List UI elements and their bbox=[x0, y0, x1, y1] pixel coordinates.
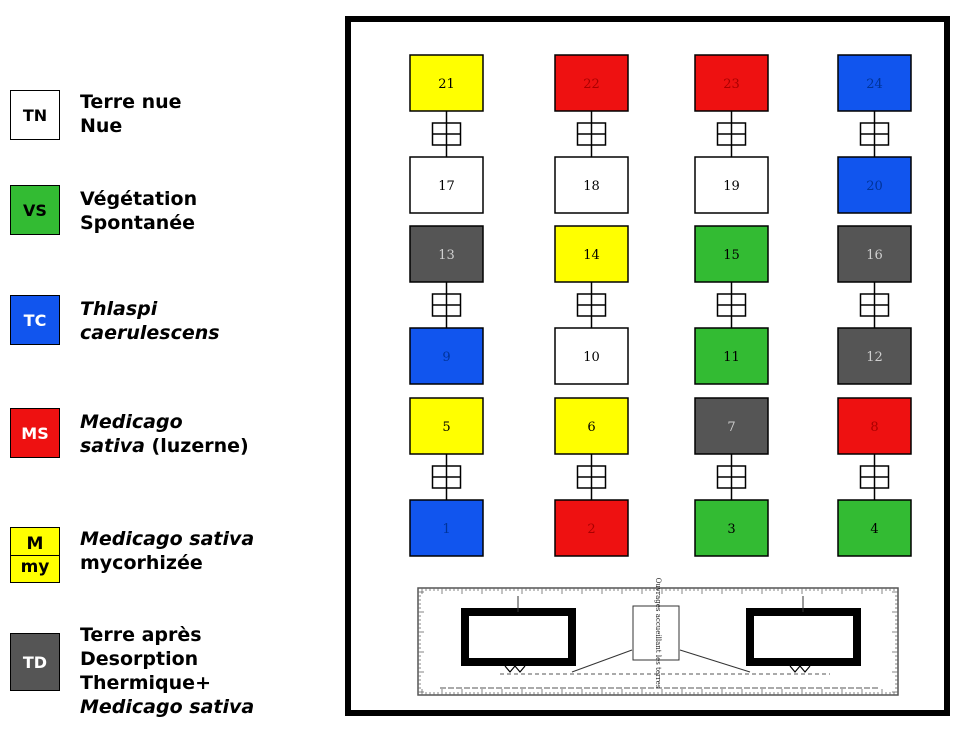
legend-mmy-code1: M bbox=[26, 533, 44, 554]
plot-12 bbox=[837, 327, 912, 385]
plot-label: 3 bbox=[727, 522, 735, 537]
plot-19 bbox=[694, 156, 769, 214]
plot-4 bbox=[837, 499, 912, 557]
plot-17 bbox=[409, 156, 484, 214]
plot-10 bbox=[554, 327, 629, 385]
plot-label: 5 bbox=[442, 420, 450, 435]
plot-14 bbox=[554, 225, 629, 283]
plot-8 bbox=[837, 397, 912, 455]
legend-swatch-mmy: M my bbox=[10, 527, 60, 583]
plot-3 bbox=[694, 499, 769, 557]
plot-7 bbox=[694, 397, 769, 455]
site-label-box bbox=[632, 605, 680, 661]
plot-label: 17 bbox=[438, 179, 455, 194]
plot-label: 14 bbox=[583, 248, 600, 263]
plot-label: 10 bbox=[583, 350, 600, 365]
site-plan: Ouvrages accueillant les terres bbox=[417, 578, 899, 696]
plot-label: 21 bbox=[438, 77, 455, 92]
plot-label: 24 bbox=[866, 77, 883, 92]
legend-vs-line1: Végétation bbox=[80, 188, 198, 210]
legend-mmy-code2: my bbox=[11, 554, 59, 578]
plot-6 bbox=[554, 397, 629, 455]
plot-label: 13 bbox=[438, 248, 455, 263]
site-valve bbox=[789, 665, 811, 673]
legend-vs-line2: Spontanée bbox=[80, 212, 196, 234]
legend-mmy-line1: Medicago sativa bbox=[80, 528, 255, 550]
legend-td-line4: Medicago sativa bbox=[80, 696, 255, 718]
legend-tn-line1: Terre nue bbox=[80, 91, 182, 113]
site-line bbox=[679, 649, 751, 673]
plot-label: 7 bbox=[727, 420, 735, 435]
site-plan-scale-ticks bbox=[418, 588, 898, 695]
plot-label: 19 bbox=[723, 179, 740, 194]
plot-23 bbox=[694, 54, 769, 112]
plot-15 bbox=[694, 225, 769, 283]
site-label: Ouvrages accueillant les terres bbox=[654, 578, 662, 689]
plot-label: 20 bbox=[866, 179, 883, 194]
legend-label-ms: Medicago sativa (luzerne) bbox=[80, 410, 249, 458]
plot-label: 16 bbox=[866, 248, 883, 263]
legend-tn-line2: Nue bbox=[80, 115, 123, 137]
legend-label-vs: Végétation Spontanée bbox=[80, 187, 197, 235]
plot-label: 12 bbox=[866, 350, 883, 365]
legend-swatch-tn: TN bbox=[10, 90, 60, 140]
plot-20 bbox=[837, 156, 912, 214]
plot-24 bbox=[837, 54, 912, 112]
plot-label: 2 bbox=[587, 522, 595, 537]
plot-16 bbox=[837, 225, 912, 283]
plot-label: 1 bbox=[442, 522, 450, 537]
plot-label: 11 bbox=[723, 350, 740, 365]
legend: TN Terre nue Nue VS Végétation Spontanée… bbox=[0, 0, 330, 729]
plot-label: 18 bbox=[583, 179, 600, 194]
site-valve bbox=[504, 665, 526, 673]
plot-label: 6 bbox=[587, 420, 595, 435]
plot-9 bbox=[409, 327, 484, 385]
plot-13 bbox=[409, 225, 484, 283]
plot-label: 4 bbox=[870, 522, 878, 537]
plot-label: 8 bbox=[870, 420, 878, 435]
legend-td-line1: Terre après bbox=[80, 624, 202, 646]
legend-ms-line2a: sativa bbox=[80, 435, 145, 457]
legend-mmy-line2: mycorhizée bbox=[80, 552, 203, 574]
site-line bbox=[571, 649, 633, 673]
plot-22 bbox=[554, 54, 629, 112]
plot-label: 9 bbox=[442, 350, 450, 365]
legend-label-tc: Thlaspi caerulescens bbox=[80, 297, 220, 345]
legend-td-line3: Thermique+ bbox=[80, 672, 211, 694]
legend-label-mmy: Medicago sativa mycorhizée bbox=[80, 527, 254, 575]
plot-21 bbox=[409, 54, 484, 112]
legend-label-td: Terre après Desorption Thermique+ Medica… bbox=[80, 623, 254, 719]
plot-label: 22 bbox=[583, 77, 600, 92]
legend-tc-line1: Thlaspi bbox=[80, 298, 158, 320]
plot-connectors bbox=[431, 111, 890, 500]
legend-swatch-tc: TC bbox=[10, 295, 60, 345]
plot-11 bbox=[694, 327, 769, 385]
legend-td-line2: Desorption bbox=[80, 648, 199, 670]
legend-swatch-ms: MS bbox=[10, 408, 60, 458]
legend-tc-line2: caerulescens bbox=[80, 322, 220, 344]
plot-2 bbox=[554, 499, 629, 557]
plot-1 bbox=[409, 499, 484, 557]
plot-label: 15 bbox=[723, 248, 740, 263]
plot-18 bbox=[554, 156, 629, 214]
legend-label-tn: Terre nue Nue bbox=[80, 90, 182, 138]
legend-ms-line1: Medicago bbox=[80, 411, 183, 433]
legend-swatch-td: TD bbox=[10, 633, 60, 691]
plot-5 bbox=[409, 397, 484, 455]
legend-swatch-vs: VS bbox=[10, 185, 60, 235]
plot-label: 23 bbox=[723, 77, 740, 92]
legend-ms-line2b: (luzerne) bbox=[144, 435, 249, 457]
